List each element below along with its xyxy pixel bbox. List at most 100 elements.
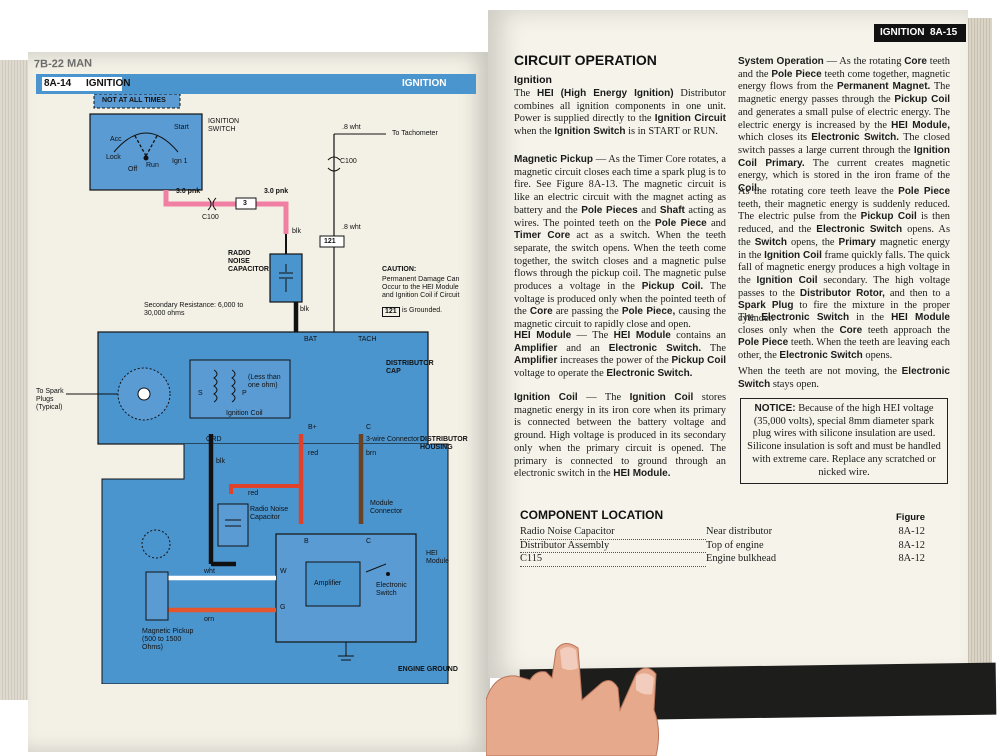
component-location: Top of engine [706,539,764,551]
red-label-b: red [248,490,259,497]
right-header-bar [874,24,966,42]
left-header-tab [42,77,122,91]
caution-text: Permanent Damage Can Occur to the HEI Mo… [382,276,460,299]
grd-terminal-label: GRD [206,436,222,443]
coil-secondary [213,369,218,403]
red-wire-capacitor [229,484,301,494]
secondary-resistance-label: Secondary Resistance: 6,000 to 30,000 oh… [144,302,244,317]
coil-primary [231,369,236,403]
left-page-number: 8A-14 [44,78,72,89]
ignition-heading: Ignition [514,74,552,86]
component-name: Distributor Assembly [520,540,706,554]
paragraph-rotating-core: As the rotating core teeth leave the Pol… [738,186,951,325]
radio-noise-capacitor-label: RADIO NOISE CAPACITOR [228,250,269,273]
b-plus-terminal-label: B+ [308,424,317,431]
magnetic-pickup-box [145,571,169,621]
hei-module-label: HEI Module [426,550,449,565]
switch-pos-ign1: Ign 1 [172,158,188,165]
g-module-terminal: G [280,604,286,611]
distributor-housing-label: DISTRIBUTOR HOUSING [420,436,468,451]
paragraph-electronic-switch: The Electronic Switch in the HEI Module … [738,312,951,362]
switch-contact-2 [145,133,159,157]
brn-label: brn [366,450,377,457]
not-at-all-times-box [93,94,181,109]
blk-label-c: blk [216,458,225,465]
module-connector-label: Module Connector [370,500,403,515]
wht-label: wht [204,568,215,575]
switch-pivot [143,155,149,161]
caution-end: is Grounded. [402,307,443,314]
switch-pos-start: Start [174,124,189,131]
paragraph-not-moving: When the teeth are not moving, the Elect… [738,366,950,390]
c-module-terminal: C [366,538,372,545]
left-section-label: IGNITION [86,78,131,89]
book-page-stack-right [966,18,992,678]
paragraph-ignition: The HEI (High Energy Ignition) Distribut… [514,88,726,138]
paragraph-ignition-coil: Ignition Coil — The Ignition Coil stores… [514,392,727,480]
switch-pos-run: Run [146,162,159,169]
switch-pos-acc: Acc [110,136,122,143]
coil-p-label: P [242,390,247,397]
switch-arc [113,132,179,153]
timer-core [141,529,171,559]
amplifier-box [305,561,361,607]
table-row: Distributor Assembly Top of engine 8A-12 [520,540,925,554]
figure-column-header: Figure [896,512,926,523]
tach-terminal-label: TACH [358,336,377,343]
component-location-title: COMPONENT LOCATION [520,508,664,522]
c100-connector-b [327,156,341,172]
component-name: C115 [520,553,706,568]
caution-circuit: 121 [382,307,400,317]
wire-8wht-a: .8 wht [342,124,361,131]
orn-label: orn [204,616,215,623]
right-section-label: IGNITION [880,27,925,38]
distributor-cap-label: DISTRIBUTOR CAP [386,360,434,375]
hand-photo [486,643,660,756]
component-figure: 8A-12 [898,553,925,565]
ignition-switch-box [89,113,203,191]
coil-s-label: S [198,390,203,397]
circuit-3-label: 3 [243,200,247,207]
component-location: Near distributor [706,526,773,537]
engine-ground-label: ENGINE GROUND [398,666,458,673]
bat-terminal-label: BAT [304,336,318,343]
paragraph-magnetic-pickup: Magnetic Pickup — As the Timer Core rota… [514,154,727,331]
c100-label-b: C100 [340,158,357,165]
ignition-coil-label: Ignition Coil [226,410,263,417]
three-wire-connector-label: 3-wire Connector [366,436,420,443]
ignition-coil-box [189,359,291,419]
circuit-121-box [319,235,345,248]
small-capacitor-label: Radio Noise Capacitor [250,506,289,521]
notice-box: NOTICE: Because of the high HEI voltage … [740,398,948,485]
paragraph-system-operation: System Operation — As the rotating Core … [738,56,950,195]
magnetic-pickup-label: Magnetic Pickup (500 to 1500 Ohms) [142,628,194,651]
left-banner: IGNITION [402,78,447,89]
less-than-one-ohm-label: (Less than one ohm) [248,374,281,389]
switch-pos-off: Off [128,166,138,173]
wiring-diagram-svg [66,94,449,684]
caution-title: CAUTION: [382,266,417,273]
circuit-121-label: 121 [324,238,336,245]
component-table: Radio Noise Capacitor Near distributor 8… [520,526,925,568]
right-page-number: 8A-15 [930,27,958,38]
underlying-page-header: 7B-22 MAN [33,57,93,71]
w-module-terminal: W [280,568,287,575]
switch-contact-1 [133,133,147,157]
electronic-switch-label: Electronic Switch [376,582,407,597]
blk-label-b: blk [300,306,309,313]
component-location: Engine bulkhead [706,553,777,565]
wire-3pnk-b: 3.0 pnk [264,188,289,195]
component-figure: 8A-12 [898,526,925,537]
circuit-3-box [235,197,257,210]
b-module-terminal: B [304,538,309,545]
red-label-a: red [308,450,319,457]
table-row: Radio Noise Capacitor Near distributor 8… [520,526,925,540]
paragraph-hei-module: HEI Module — The HEI Module contains an … [514,330,726,380]
wiring-diagram: NOT AT ALL TIMES Acc Lock Off Run Start … [36,94,476,684]
c100-label-a: C100 [202,214,219,221]
component-figure: 8A-12 [898,539,925,551]
blk-label-a: blk [292,228,301,235]
left-header-bar [36,74,476,94]
ignition-switch-label: IGNITION SWITCH [208,118,240,133]
c-terminal-label: C [366,424,372,431]
